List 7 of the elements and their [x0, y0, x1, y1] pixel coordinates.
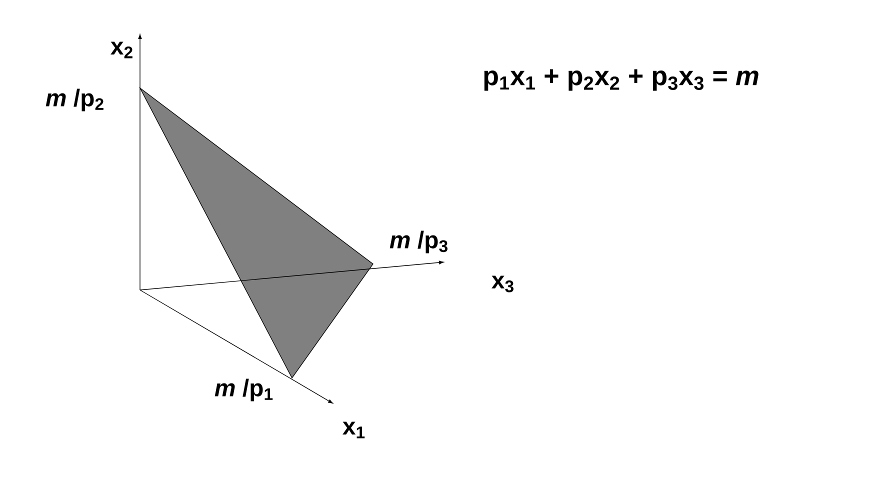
intercept-label: m /p$_{1}$ [214, 378, 273, 402]
axis-label: x$_{2}$ [110, 42, 132, 58]
axis-label: x$_{1}$ [342, 422, 365, 438]
axis-label: x$_{3}$ [492, 276, 514, 292]
equation: p$_{1}$x$_{1}$ + p$_{2}$x$_{2}$ + p$_{3}$x$_{3}$ = m [484, 69, 758, 91]
intercept-label: m /p$_{3}$ [390, 230, 448, 254]
intercept-label: m /p$_{2}$ [46, 88, 104, 112]
